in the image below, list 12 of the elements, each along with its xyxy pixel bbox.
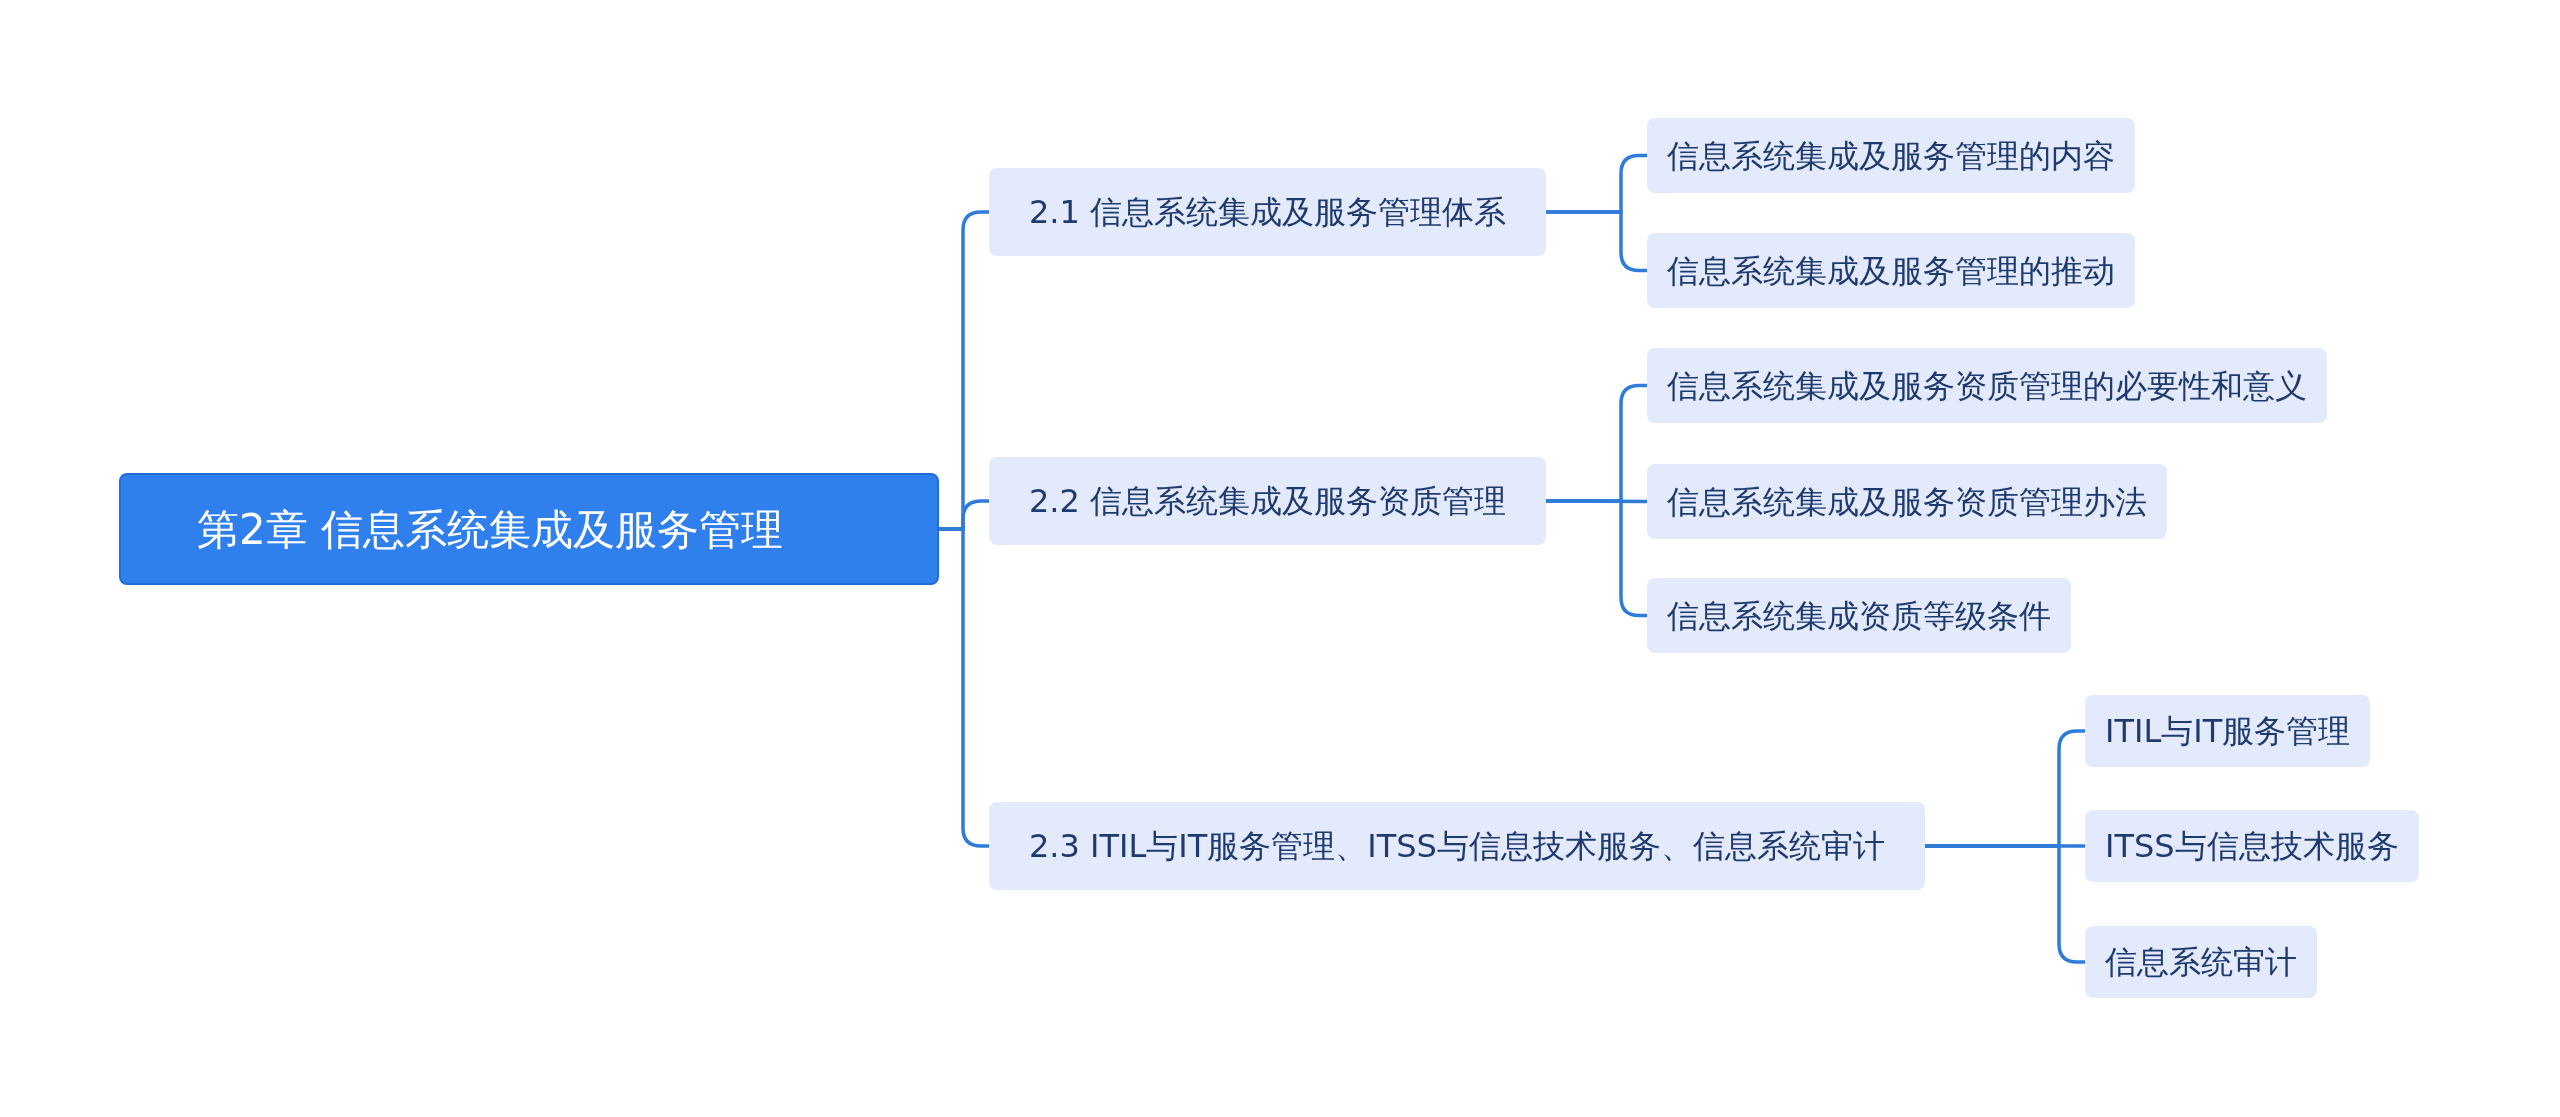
subtopic-box: 信息系统集成资质等级条件 <box>1647 578 2071 653</box>
topic-box: 2.2 信息系统集成及服务资质管理 <box>989 457 1547 545</box>
subtopic-box: 信息系统集成及服务管理的推动 <box>1647 233 2135 308</box>
subtopic-box: ITSS与信息技术服务 <box>2085 810 2419 882</box>
subtopic-box: 信息系统审计 <box>2085 926 2317 998</box>
subtopic-box: 信息系统集成及服务资质管理的必要性和意义 <box>1647 348 2327 423</box>
topic-box: 2.3 ITIL与IT服务管理、ITSS与信息技术服务、信息系统审计 <box>989 802 1925 890</box>
subtopic-box: 信息系统集成及服务资质管理办法 <box>1647 464 2167 539</box>
subtopic-box: ITIL与IT服务管理 <box>2085 695 2371 767</box>
root-topic-box: 第2章 信息系统集成及服务管理 <box>119 473 939 585</box>
topic-box: 2.1 信息系统集成及服务管理体系 <box>989 168 1547 256</box>
subtopic-box: 信息系统集成及服务管理的内容 <box>1647 118 2135 193</box>
